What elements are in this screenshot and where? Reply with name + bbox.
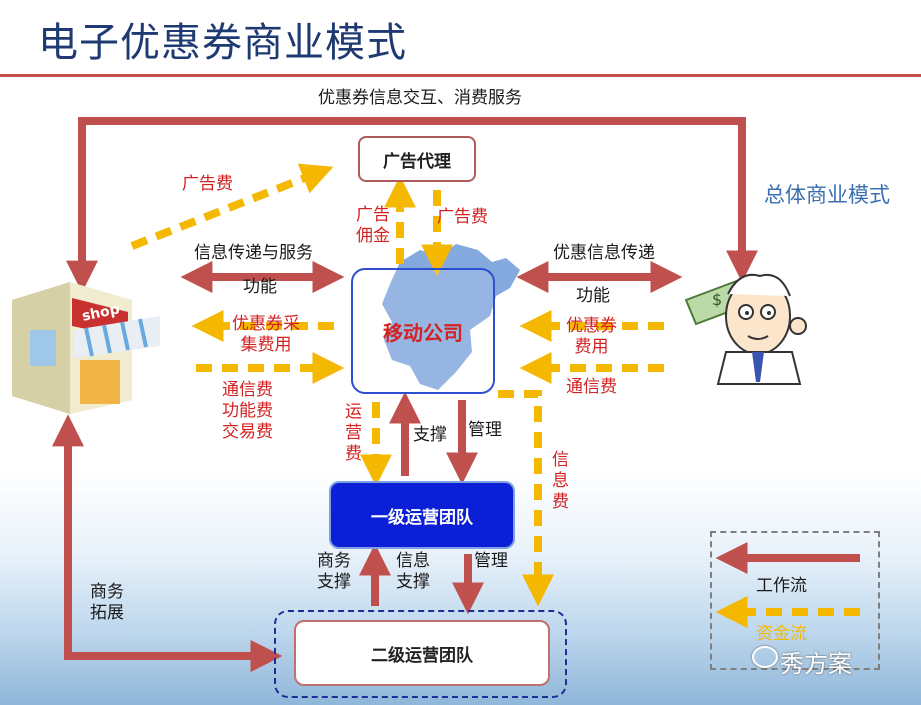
- level2-dashed-frame: [274, 610, 567, 698]
- info-service-label: 信息传递与服务: [194, 243, 313, 263]
- shop-illustration: [12, 282, 160, 414]
- legend-box: [710, 531, 880, 670]
- side-note: 总体商业模式: [764, 183, 890, 207]
- collect-fee-label: 优惠券采 集费用: [232, 314, 300, 355]
- ad-agency-node: 广告代理: [358, 136, 476, 182]
- offer-info-label: 优惠信息传递: [553, 243, 655, 263]
- support-label: 支撑: [413, 425, 447, 445]
- biz-expand-label: 商务 拓展: [90, 582, 124, 623]
- biz-support-label: 商务 支撑: [317, 551, 351, 592]
- manage-label-2: 管理: [474, 551, 508, 571]
- function-left-label: 功能: [243, 277, 277, 297]
- top-loop-arrow: [66, 117, 758, 293]
- title-underline: [0, 74, 921, 77]
- mobile-company-node: 移动公司: [351, 268, 495, 394]
- info-support-label: 信息 支撑: [396, 551, 430, 592]
- ad-fee-center-label: 广告费: [437, 207, 488, 227]
- wechat-icon: [752, 646, 778, 668]
- level2-team-node: 二级运营团队: [294, 620, 550, 686]
- legend-fund-flow: 资金流: [756, 624, 807, 644]
- ops-fee-label: 运 营 费: [345, 402, 362, 464]
- watermark: 秀方案: [780, 650, 852, 678]
- ad-commission-label: 广告 佣金: [356, 205, 390, 246]
- legend-work-flow: 工作流: [756, 576, 807, 596]
- comm-fees-left-label: 通信费 功能费 交易费: [222, 380, 273, 442]
- expand-arrow: [52, 414, 283, 672]
- top-loop-label: 优惠券信息交互、消费服务: [318, 88, 522, 108]
- svg-text:$: $: [712, 290, 722, 309]
- function-right-label: 功能: [576, 286, 610, 306]
- manage-label-1: 管理: [468, 420, 502, 440]
- comm-fee-right-label: 通信费: [566, 377, 617, 397]
- level1-team-node: 一级运营团队: [329, 481, 515, 549]
- ad-fee-arrow-left: [130, 163, 334, 250]
- consumer-cartoon: $: [684, 273, 807, 385]
- coupon-fee-label: 优惠券 费用: [566, 316, 617, 357]
- info-fee-label: 信 息 费: [552, 450, 569, 512]
- info-fee-arrow: [498, 390, 554, 607]
- ad-fee-left-label: 广告费: [182, 174, 233, 194]
- page-title: 电子优惠券商业模式: [38, 20, 407, 66]
